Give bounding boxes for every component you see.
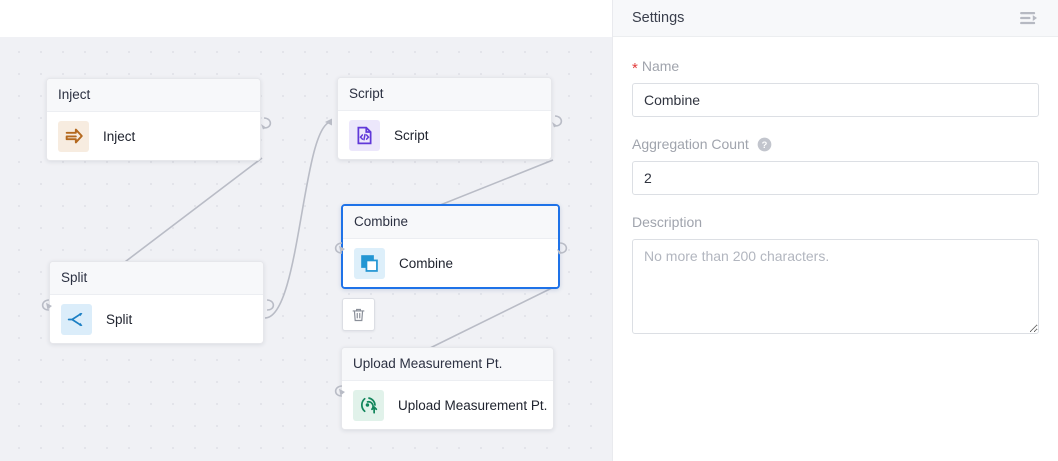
upload-signal-icon — [353, 389, 384, 421]
node-header-combine: Combine — [343, 206, 558, 239]
field-label-description: Description — [632, 214, 703, 230]
field-aggregation-count: Aggregation Count ? — [632, 135, 1039, 195]
field-label-aggregation-row: Aggregation Count ? — [632, 135, 1039, 153]
flow-node-combine[interactable]: Combine Combine — [341, 204, 560, 289]
aggregation-count-input[interactable] — [632, 161, 1039, 195]
script-code-icon — [349, 119, 380, 151]
flow-node-inject[interactable]: Inject Inject — [46, 78, 261, 161]
delete-node-button[interactable] — [342, 298, 375, 331]
page-title: Settings — [632, 10, 685, 26]
node-label-combine: Combine — [399, 255, 454, 271]
settings-panel: Settings * Name Aggregation Count ? — [612, 0, 1058, 461]
field-label-name-row: * Name — [632, 57, 1039, 77]
inject-arrow-icon — [58, 120, 89, 152]
node-label-upload: Upload Measurement Pt. — [398, 397, 548, 413]
flow-node-split[interactable]: Split Split — [49, 261, 264, 344]
settings-panel-header: Settings — [613, 0, 1058, 37]
collapse-panel-icon[interactable] — [1019, 8, 1039, 28]
flow-node-script[interactable]: Script Script — [337, 77, 552, 160]
trash-icon — [352, 308, 365, 321]
node-header-inject: Inject — [47, 79, 260, 112]
field-label-description-row: Description — [632, 213, 1039, 231]
help-question-icon[interactable]: ? — [757, 137, 772, 152]
node-header-split: Split — [50, 262, 263, 295]
flow-node-upload-measurement-pt[interactable]: Upload Measurement Pt. Upload Measuremen… — [341, 347, 554, 430]
svg-text:?: ? — [761, 139, 767, 149]
node-header-script: Script — [338, 78, 551, 111]
settings-panel-body: * Name Aggregation Count ? Description — [613, 37, 1058, 339]
field-name: * Name — [632, 57, 1039, 117]
node-body-upload[interactable]: Upload Measurement Pt. — [342, 381, 553, 429]
description-textarea[interactable] — [632, 239, 1039, 334]
node-body-combine[interactable]: Combine — [343, 239, 558, 287]
flow-editor-canvas-area[interactable]: Inject Inject Script Script — [0, 0, 612, 461]
field-description: Description — [632, 213, 1039, 339]
node-body-script[interactable]: Script — [338, 111, 551, 159]
field-label-name: Name — [641, 58, 680, 74]
split-branch-icon — [61, 303, 92, 335]
node-body-split[interactable]: Split — [50, 295, 263, 343]
node-body-inject[interactable]: Inject — [47, 112, 260, 160]
node-label-script: Script — [394, 127, 429, 143]
combine-squares-icon — [354, 247, 385, 279]
node-label-split: Split — [106, 311, 133, 327]
field-label-aggregation-count: Aggregation Count — [632, 136, 749, 152]
name-input[interactable] — [632, 83, 1039, 117]
node-label-inject: Inject — [103, 128, 136, 144]
required-marker: * — [632, 59, 638, 77]
node-header-upload: Upload Measurement Pt. — [342, 348, 553, 381]
